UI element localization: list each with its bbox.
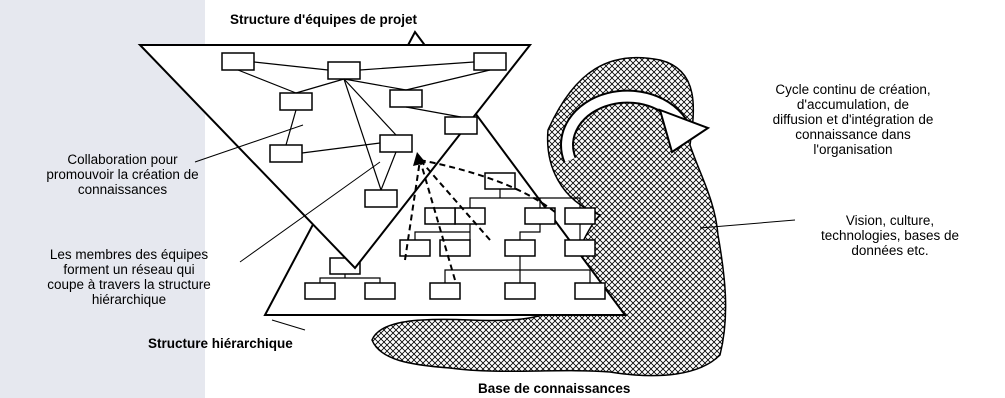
leader-lines — [194, 124, 796, 331]
hierarchy-links — [319, 189, 591, 283]
project-team-triangle — [137, 44, 533, 270]
knowledge-base-title: Base de connaissances — [478, 381, 631, 396]
team-boxes — [221, 52, 507, 208]
team-members-label: Les membres des équipes forment un résea… — [47, 247, 211, 307]
cycle-arrow-icon — [560, 89, 711, 163]
team-links — [237, 61, 491, 191]
project-team-structure-title: Structure d'équipes de projet — [230, 12, 417, 27]
cycle-label: Cycle continu de création, d'accumulatio… — [772, 82, 934, 157]
arrow-head-icon — [413, 152, 426, 166]
hierarchy-structure-title: Structure hiérarchique — [148, 336, 293, 351]
collaboration-label: Collaboration pour promouvoir la créatio… — [46, 152, 199, 197]
network-dashed-arrows — [404, 159, 556, 281]
vision-label: Vision, culture, technologies, bases de … — [820, 213, 960, 258]
